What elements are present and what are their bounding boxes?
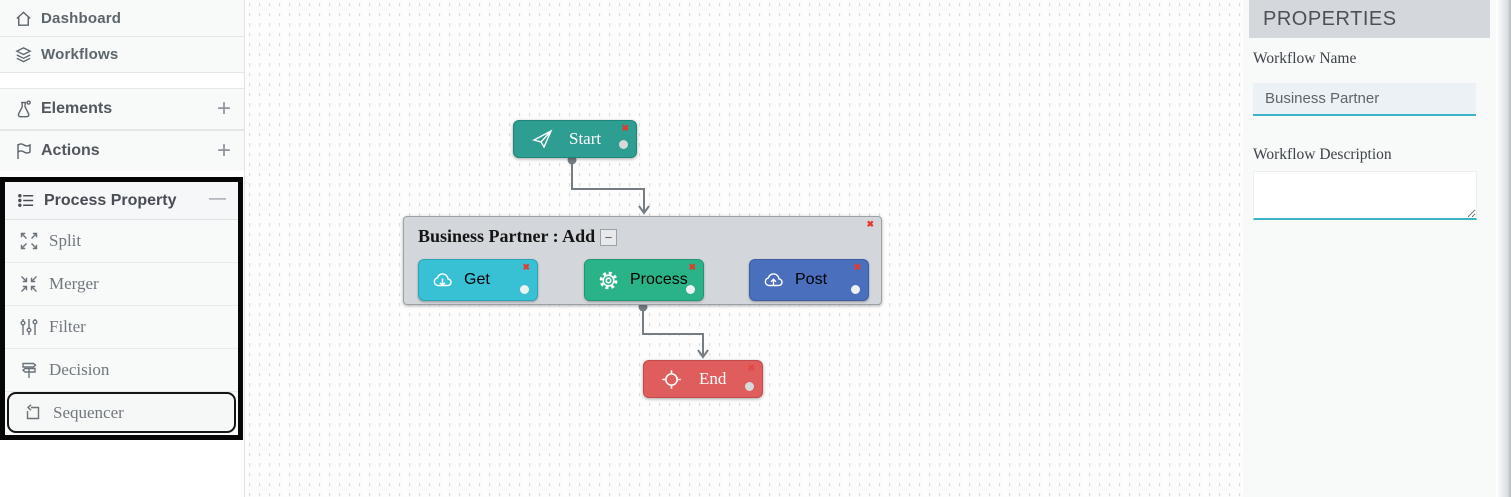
workflow-name-input[interactable] bbox=[1253, 83, 1476, 116]
group-business-partner-add[interactable]: Business Partner : Add − ✖ Get ✖ bbox=[403, 216, 882, 305]
send-icon bbox=[530, 127, 554, 151]
sidebar-item-label: Dashboard bbox=[41, 9, 122, 27]
decision-icon bbox=[19, 360, 41, 380]
properties-panel: PROPERTIES Workflow Name Workflow Descri… bbox=[1243, 0, 1496, 497]
list-icon bbox=[17, 191, 37, 210]
vertical-scrollbar[interactable] bbox=[1496, 0, 1511, 497]
close-icon[interactable]: ✖ bbox=[853, 262, 861, 272]
sidebar-item-label: Workflows bbox=[41, 46, 119, 63]
merger-icon bbox=[19, 274, 41, 294]
workflow-name-label: Workflow Name bbox=[1253, 50, 1357, 67]
gear-icon bbox=[597, 269, 620, 292]
sequencer-icon bbox=[23, 403, 45, 423]
process-property-header[interactable]: Process Property — bbox=[5, 182, 238, 220]
node-label: Start bbox=[569, 129, 602, 148]
node-label: Process bbox=[630, 271, 688, 288]
workflow-canvas[interactable]: Start ✖ Business Partner : Add − ✖ Get ✖ bbox=[245, 0, 1243, 497]
node-process[interactable]: Process ✖ bbox=[584, 259, 704, 301]
close-icon[interactable]: ✖ bbox=[866, 219, 874, 229]
flask-icon bbox=[14, 99, 34, 119]
sidebar-item-dashboard[interactable]: Dashboard bbox=[0, 0, 244, 37]
close-icon[interactable]: ✖ bbox=[522, 262, 530, 272]
process-property-panel: Process Property — Split bbox=[0, 177, 243, 440]
close-icon[interactable]: ✖ bbox=[747, 363, 755, 373]
close-icon[interactable]: ✖ bbox=[688, 262, 696, 272]
target-icon bbox=[660, 368, 683, 391]
sidebar: Dashboard Workflows Elements + bbox=[0, 0, 245, 497]
palette-item-filter[interactable]: Filter bbox=[5, 306, 238, 349]
palette-item-label: Split bbox=[49, 231, 82, 250]
cloud-download-icon bbox=[431, 269, 454, 292]
close-icon[interactable]: ✖ bbox=[621, 123, 629, 133]
palette-item-label: Filter bbox=[49, 317, 86, 336]
palette-item-sequencer[interactable]: Sequencer bbox=[7, 392, 236, 433]
palette-item-label: Merger bbox=[49, 274, 99, 293]
node-post[interactable]: Post ✖ bbox=[749, 259, 869, 301]
group-title: Business Partner : Add bbox=[418, 226, 596, 246]
node-label: Post bbox=[795, 271, 828, 288]
layers-icon bbox=[14, 45, 34, 64]
plus-icon[interactable]: + bbox=[216, 95, 231, 122]
start-output-port[interactable] bbox=[619, 140, 628, 149]
node-get[interactable]: Get ✖ bbox=[418, 259, 538, 301]
flag-icon bbox=[14, 141, 34, 161]
process-port[interactable] bbox=[686, 285, 695, 294]
workflow-description-label: Workflow Description bbox=[1253, 146, 1392, 163]
plus-icon[interactable]: + bbox=[216, 137, 231, 164]
workflow-description-textarea[interactable] bbox=[1253, 171, 1477, 220]
end-port[interactable] bbox=[745, 382, 754, 391]
collapse-minus-button[interactable]: − bbox=[600, 229, 617, 246]
sidebar-section-elements[interactable]: Elements + bbox=[0, 88, 244, 130]
sidebar-section-label: Elements bbox=[41, 100, 113, 117]
split-icon bbox=[19, 231, 41, 251]
properties-header: PROPERTIES bbox=[1249, 0, 1490, 38]
node-start[interactable]: Start ✖ bbox=[513, 120, 637, 158]
properties-title: PROPERTIES bbox=[1263, 7, 1397, 30]
filter-icon bbox=[19, 317, 41, 337]
process-property-title: Process Property bbox=[44, 191, 177, 209]
node-label: End bbox=[699, 369, 727, 388]
get-port[interactable] bbox=[520, 285, 529, 294]
sidebar-section-actions[interactable]: Actions + bbox=[0, 130, 244, 171]
palette-item-decision[interactable]: Decision bbox=[5, 349, 238, 392]
palette-item-merger[interactable]: Merger bbox=[5, 263, 238, 306]
palette-item-label: Sequencer bbox=[53, 402, 124, 422]
palette-item-label: Decision bbox=[49, 360, 110, 379]
sidebar-section-label: Actions bbox=[41, 142, 100, 159]
collapse-icon[interactable]: — bbox=[209, 188, 226, 207]
sidebar-item-workflows[interactable]: Workflows bbox=[0, 37, 244, 73]
home-icon bbox=[14, 9, 34, 28]
cloud-upload-icon bbox=[762, 269, 785, 292]
post-port[interactable] bbox=[851, 285, 860, 294]
node-end[interactable]: End ✖ bbox=[643, 360, 763, 398]
node-label: Get bbox=[464, 271, 490, 288]
palette-item-split[interactable]: Split bbox=[5, 220, 238, 263]
